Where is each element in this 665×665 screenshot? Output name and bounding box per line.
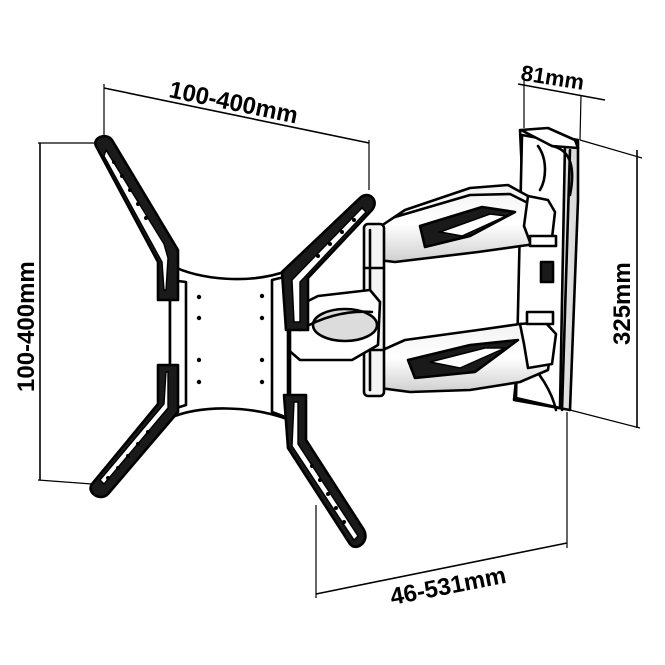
vesa-arm-bottom-left [89, 363, 180, 499]
vesa-horizontal-label: 100-400mm [167, 76, 301, 129]
vesa-arm-top-right [280, 193, 376, 332]
lower-arm [376, 310, 558, 394]
mounting-holes [196, 293, 265, 385]
vesa-arm-top-left [94, 134, 180, 302]
upper-arm [376, 183, 558, 264]
wall-plate-height-label: 325mm [609, 262, 636, 345]
dimension-vesa-vertical: 100-400mm [13, 142, 100, 485]
dimension-vesa-horizontal: 100-400mm [103, 76, 370, 190]
dimension-wall-plate-height: 325mm [569, 139, 643, 429]
extension-range-label: 46-531mm [388, 562, 508, 611]
swivel-arm [284, 288, 382, 362]
dimension-extension-range: 46-531mm [315, 412, 568, 611]
wall-plate-depth-label: 81mm [519, 60, 586, 95]
vesa-vertical-label: 100-400mm [13, 261, 40, 392]
vesa-slot-holes [112, 160, 148, 220]
tv-bracket-plate [168, 263, 292, 422]
vesa-arm-bottom-right [282, 393, 367, 549]
